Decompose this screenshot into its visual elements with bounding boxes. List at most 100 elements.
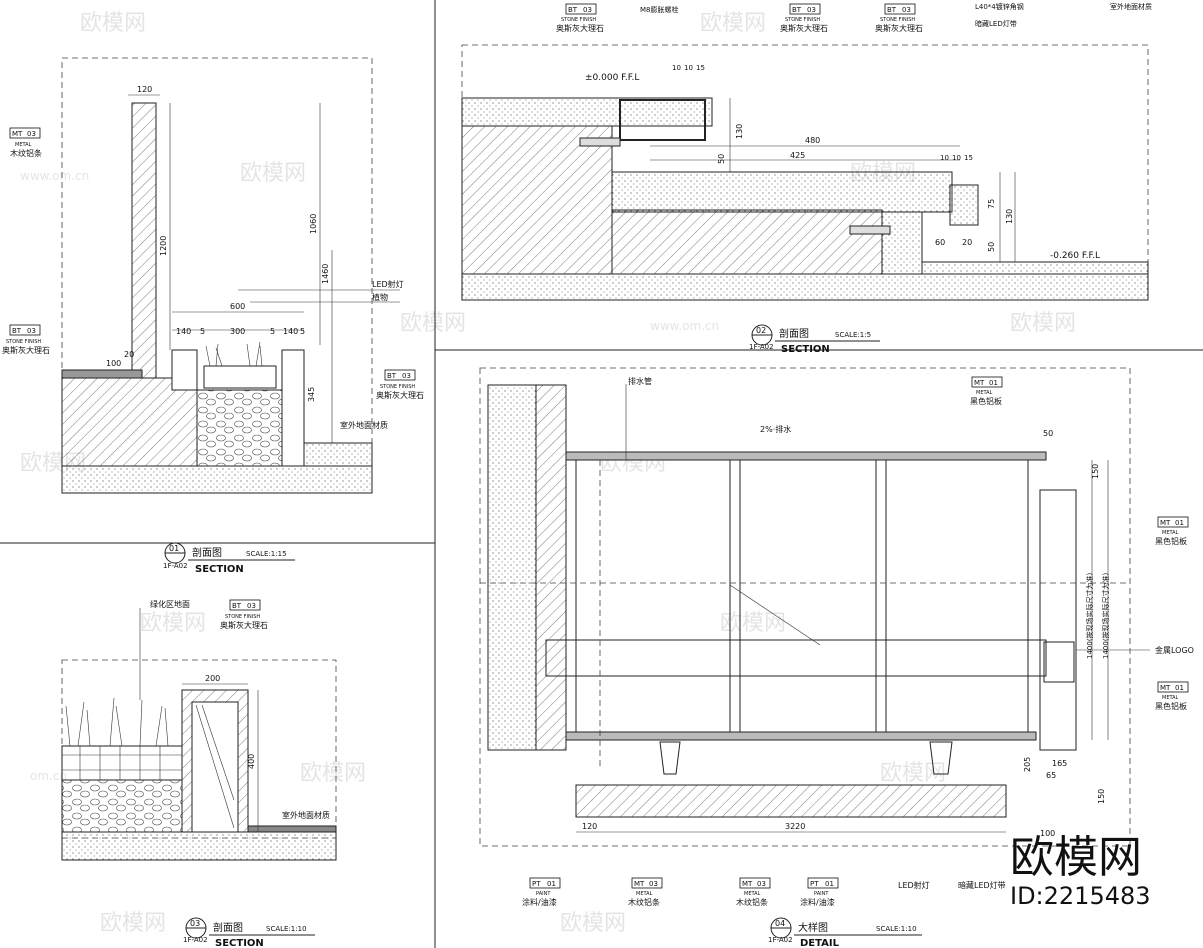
callout-text: 绿化区地面 — [150, 599, 190, 609]
svg-text:BT: BT — [792, 6, 802, 14]
dim-text: 75 — [987, 199, 996, 209]
svg-text:METAL: METAL — [976, 390, 993, 396]
svg-text:剖面图: 剖面图 — [779, 327, 809, 340]
svg-text:黑色铝板: 黑色铝板 — [1155, 536, 1187, 546]
svg-text:03: 03 — [402, 372, 411, 380]
level-mark: -0.260 F.F.L — [1050, 251, 1100, 261]
dim-text: 150 — [1097, 789, 1106, 804]
dim-text: 140 — [176, 327, 191, 336]
dim-text: 100 — [106, 359, 121, 368]
watermark: om.cn — [30, 769, 67, 783]
svg-text:MT: MT — [1160, 684, 1171, 692]
material-tag-bt03: BT 03 STONE FINISH 奥斯灰大理石 — [376, 369, 424, 400]
base-slab — [575, 784, 1007, 818]
side-panel — [1039, 489, 1077, 751]
svg-text:METAL: METAL — [1162, 695, 1179, 701]
svg-text:SCALE:1:10: SCALE:1:10 — [266, 925, 307, 933]
svg-text:01: 01 — [989, 379, 998, 387]
ground-slab — [61, 377, 198, 467]
section-title-04: 04 1F-A02 大样图 DETAIL SCALE:1:10 — [768, 917, 922, 948]
svg-text:03: 03 — [902, 6, 911, 14]
dim-text: 1200 — [159, 236, 168, 256]
dim-text: 120 — [582, 822, 597, 831]
dim-text: 1060 — [309, 214, 318, 234]
svg-text:奥斯灰大理石: 奥斯灰大理石 — [220, 620, 268, 630]
base-layer — [61, 831, 337, 861]
dim-text: 1400(按现场实际尺寸为准) — [1085, 572, 1094, 659]
material-tag-bt03: BT 03 STONE FINISH 奥斯灰大理石 — [780, 3, 828, 33]
section-title-02: 02 1F-A02 剖面图 SECTION SCALE:1:5 — [749, 324, 880, 355]
dim-text: 400 — [247, 754, 256, 769]
svg-text:1F-A02: 1F-A02 — [183, 936, 208, 944]
brand-logo-text: 欧模网 — [1010, 832, 1142, 883]
svg-text:METAL: METAL — [15, 142, 32, 148]
svg-text:04: 04 — [775, 919, 785, 928]
svg-text:SCALE:1:10: SCALE:1:10 — [876, 925, 917, 933]
watermark: 欧模网 — [80, 11, 146, 36]
callout-text: LED射灯 — [898, 880, 930, 890]
stone-slab — [461, 97, 713, 127]
dim-text: 480 — [805, 136, 820, 145]
dim-text: 10 — [952, 154, 961, 162]
top-plate — [565, 451, 1047, 461]
dim-text: 130 — [735, 124, 744, 139]
svg-text:02: 02 — [756, 326, 766, 335]
svg-text:SCALE:1:5: SCALE:1:5 — [835, 331, 871, 339]
planter-gravel — [196, 389, 283, 467]
material-tag-bt03: BT 03 STONE FINISH 奥斯灰大理石 — [556, 3, 604, 33]
svg-text:黑色铝板: 黑色铝板 — [970, 396, 1002, 406]
material-tag-pt01: PT 01 PAINT 涂料/油漆 — [800, 877, 839, 907]
svg-text:03: 03 — [190, 919, 200, 928]
svg-text:涂料/油漆: 涂料/油漆 — [522, 897, 557, 907]
watermark: www.om.cn — [20, 169, 89, 183]
svg-text:METAL: METAL — [636, 891, 653, 897]
svg-text:STONE FINISH: STONE FINISH — [6, 339, 41, 345]
dim-text: 60 — [935, 238, 945, 247]
svg-text:DETAIL: DETAIL — [800, 938, 840, 948]
dim-text: 140 — [283, 327, 298, 336]
dim-text: 5 — [300, 327, 305, 336]
dim-text: 50 — [717, 154, 726, 164]
wall — [131, 102, 157, 379]
svg-text:BT: BT — [12, 327, 22, 335]
svg-text:MT: MT — [634, 880, 645, 888]
dim-text: 5 — [200, 327, 205, 336]
dim-text: 100 — [1040, 829, 1055, 838]
svg-text:木纹铝条: 木纹铝条 — [10, 148, 42, 158]
material-tag-mt03: MT 03 METAL 木纹铝条 — [736, 877, 771, 907]
svg-text:01: 01 — [547, 880, 556, 888]
dim-text: 65 — [1046, 771, 1056, 780]
dim-text: 15 — [696, 64, 705, 72]
svg-text:MT: MT — [742, 880, 753, 888]
svg-text:01: 01 — [1175, 684, 1184, 692]
dim-text: 600 — [230, 302, 245, 311]
dim-text: 165 — [1052, 759, 1067, 768]
watermark: 欧模网 — [300, 761, 366, 786]
svg-text:STONE FINISH: STONE FINISH — [380, 384, 415, 390]
dim-text: 130 — [1005, 209, 1014, 224]
svg-text:BT: BT — [568, 6, 578, 14]
material-tag-mt03: MT 03 METAL 木纹铝条 — [628, 877, 663, 907]
material-tag-bt03: BT 03 STONE FINISH 奥斯灰大理石 — [2, 324, 50, 355]
callout-text: 2%·排水 — [760, 424, 791, 434]
callout-text: 暗藏LED灯带 — [958, 880, 1006, 890]
svg-text:奥斯灰大理石: 奥斯灰大理石 — [556, 23, 604, 33]
svg-text:PT: PT — [532, 880, 541, 888]
anchor-bolt — [849, 225, 891, 235]
svg-text:PAINT: PAINT — [814, 891, 829, 897]
concrete-mass — [611, 209, 883, 275]
material-tag-bt03: BT 03 STONE FINISH 奥斯灰大理石 — [220, 599, 268, 630]
callout-text: 室外地面材质 — [340, 420, 388, 430]
gravel-layer — [61, 779, 183, 833]
material-tag-mt01: MT 01 METAL 黑色铝板 — [970, 376, 1003, 406]
callout-text: M8膨胀螺栓 — [640, 5, 679, 14]
dim-text: 50 — [1043, 429, 1053, 438]
svg-text:STONE FINISH: STONE FINISH — [785, 17, 820, 23]
svg-text:PAINT: PAINT — [536, 891, 551, 897]
svg-text:BT: BT — [387, 372, 397, 380]
svg-text:BT: BT — [232, 602, 242, 610]
section-01-drawing: 120 1200 1060 1460 600 140 5 300 5 140 5… — [2, 57, 424, 575]
svg-text:1F-A02: 1F-A02 — [749, 343, 774, 351]
callout-text: 金属LOGO — [1155, 645, 1194, 655]
